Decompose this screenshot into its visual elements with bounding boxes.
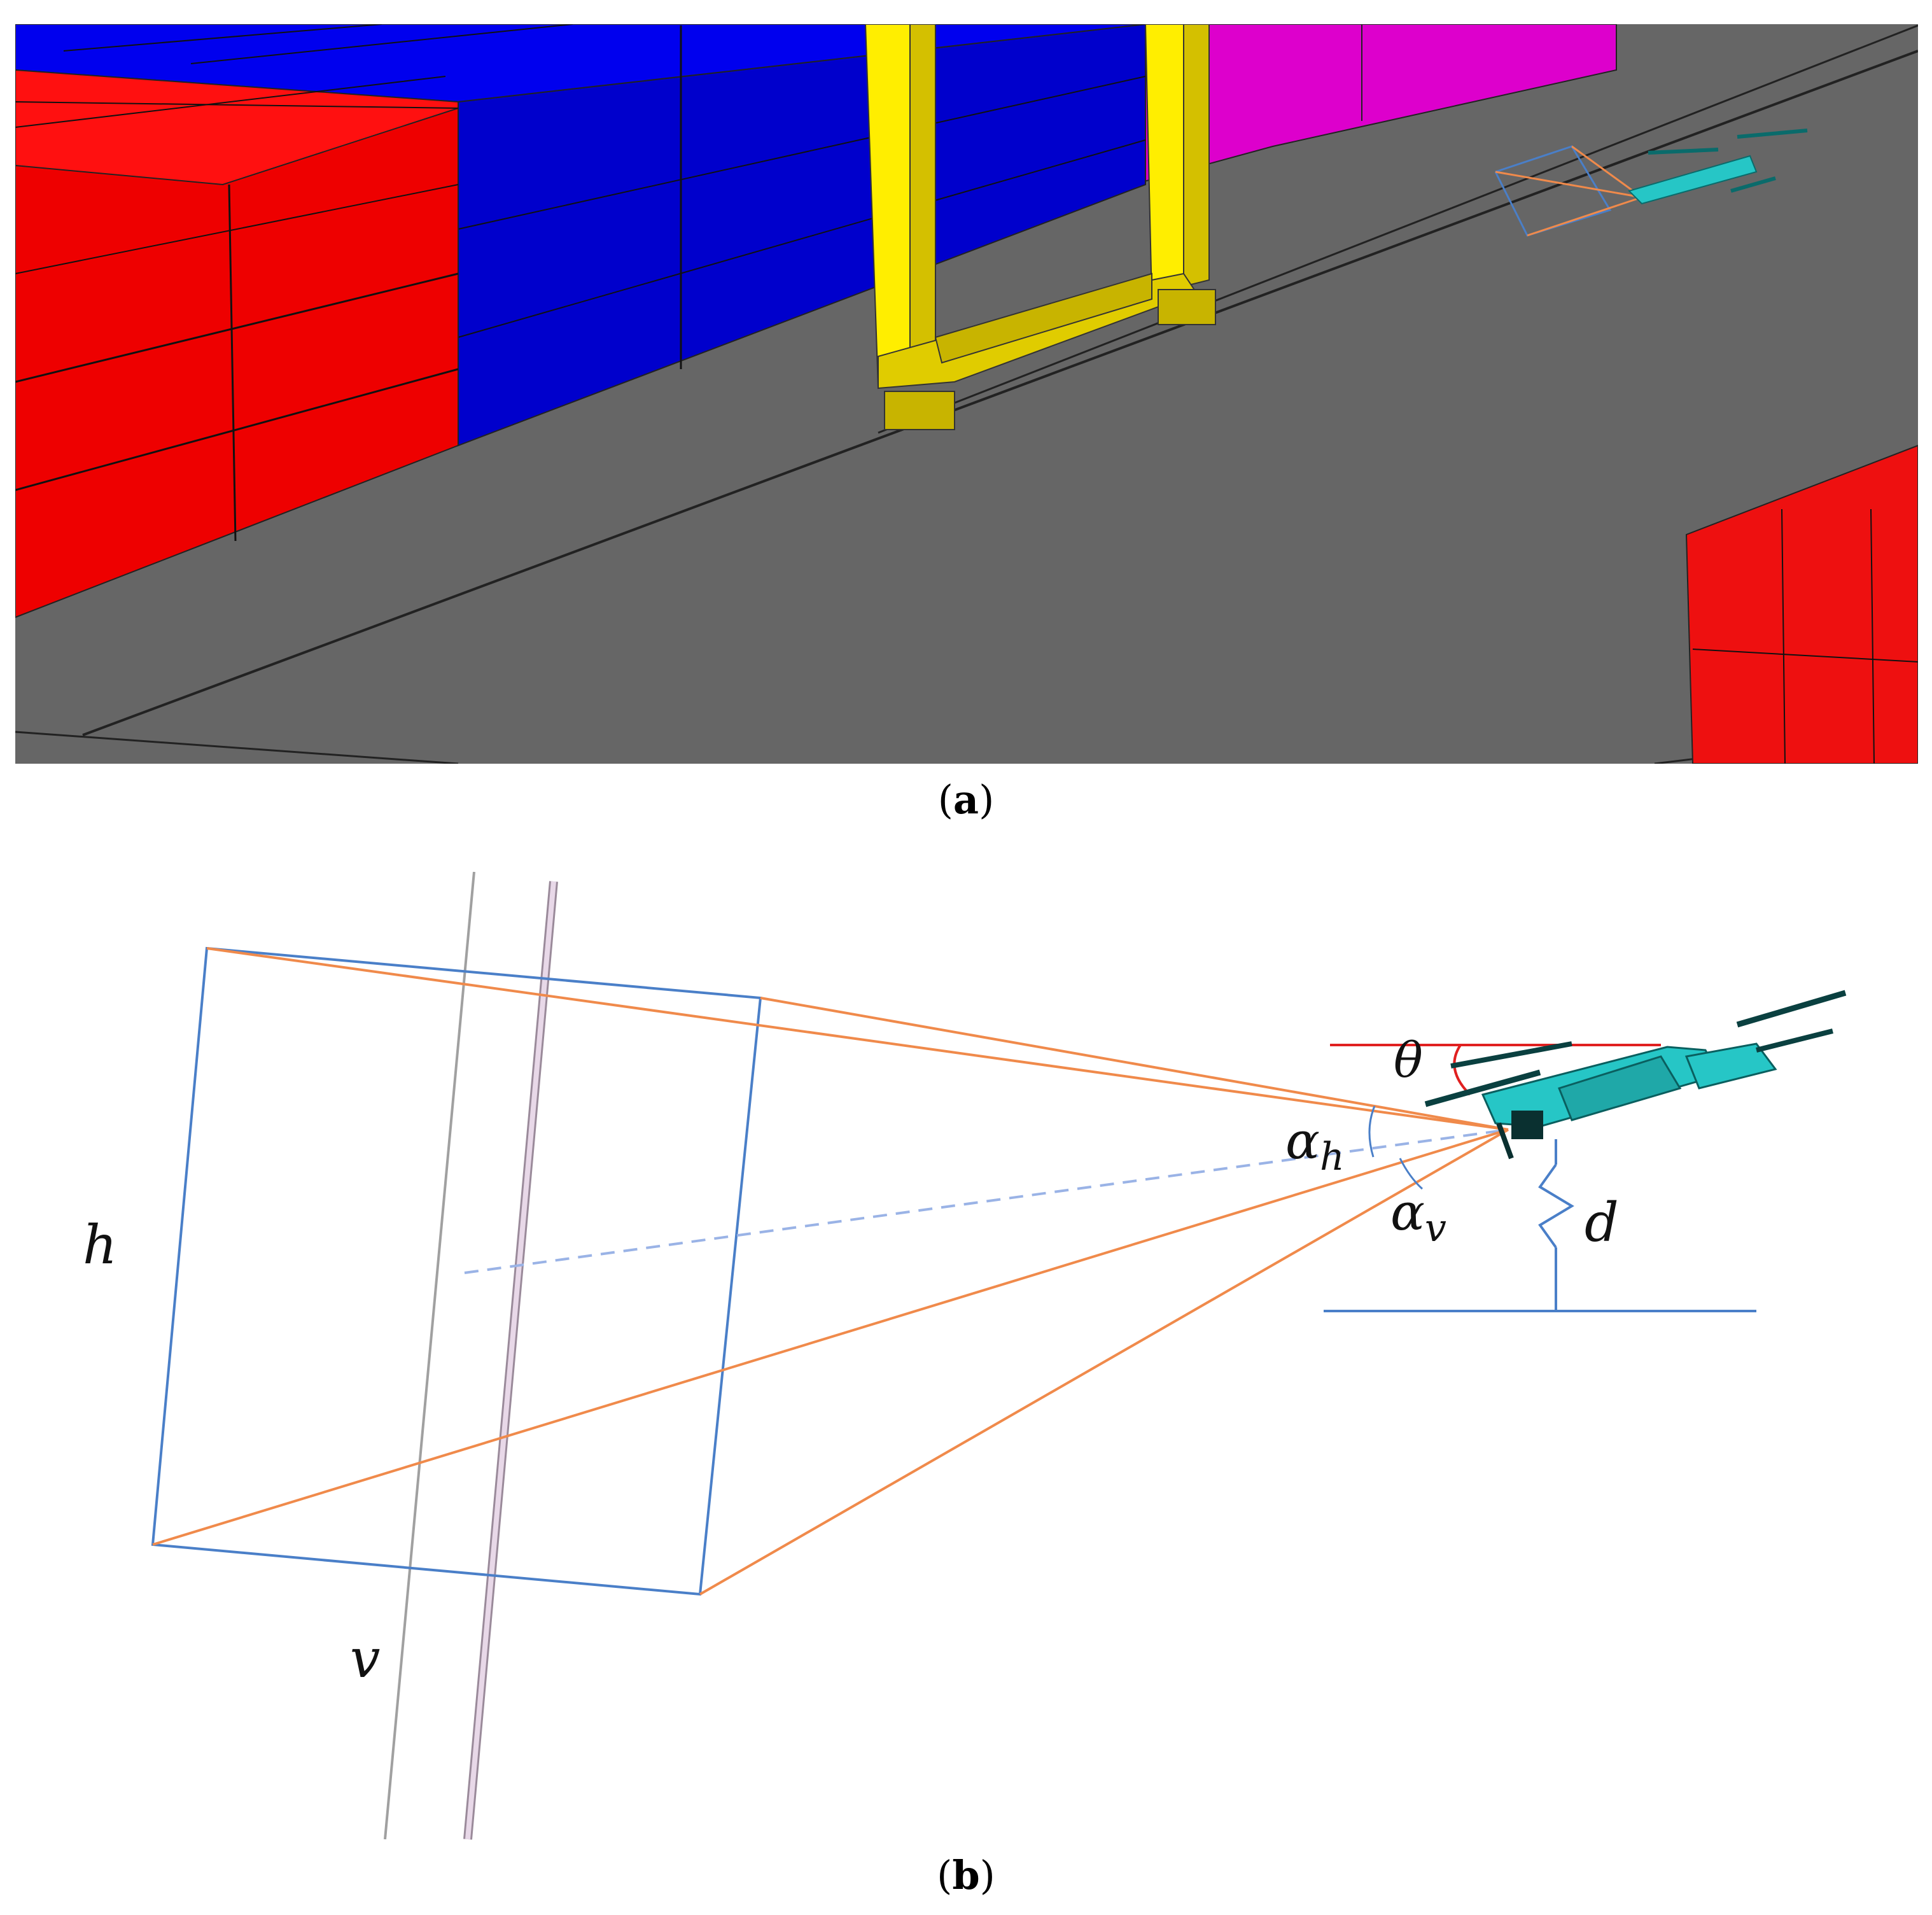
optical-axis [464, 1128, 1509, 1274]
view-rays [152, 947, 1509, 1596]
panel-a: (a) [0, 0, 1932, 840]
label-theta: θ [1394, 1032, 1423, 1088]
panel-b: θ αh αv d h v (b) [0, 840, 1932, 1915]
scene-illustration [15, 24, 1918, 764]
image-plane [151, 946, 762, 1596]
camera-gimbal [1511, 1111, 1543, 1139]
drone [1424, 990, 1847, 1160]
container-red-front [1685, 444, 1918, 764]
theta-arc [1453, 1044, 1471, 1096]
rail-line [82, 50, 1918, 736]
caption-b: (b) [937, 1852, 995, 1898]
label-h: h [83, 1214, 117, 1276]
ground-edge [15, 731, 459, 764]
altitude-indicator [1324, 1139, 1756, 1312]
fov-diagram: θ αh αv d h v [83, 871, 1847, 1840]
rail-line-1 [384, 871, 475, 1840]
drone [1494, 129, 1808, 237]
label-d: d [1585, 1191, 1619, 1254]
alpha-v-arc [1399, 1158, 1424, 1190]
caption-a: (a) [937, 776, 995, 823]
alpha-h-arc [1368, 1105, 1376, 1158]
gantry-crane [864, 24, 1216, 430]
rail-line-upper [878, 24, 1918, 434]
label-v: v [350, 1627, 380, 1690]
label-alpha-v: αv [1390, 1182, 1446, 1251]
label-alpha-h: αh [1285, 1111, 1345, 1179]
